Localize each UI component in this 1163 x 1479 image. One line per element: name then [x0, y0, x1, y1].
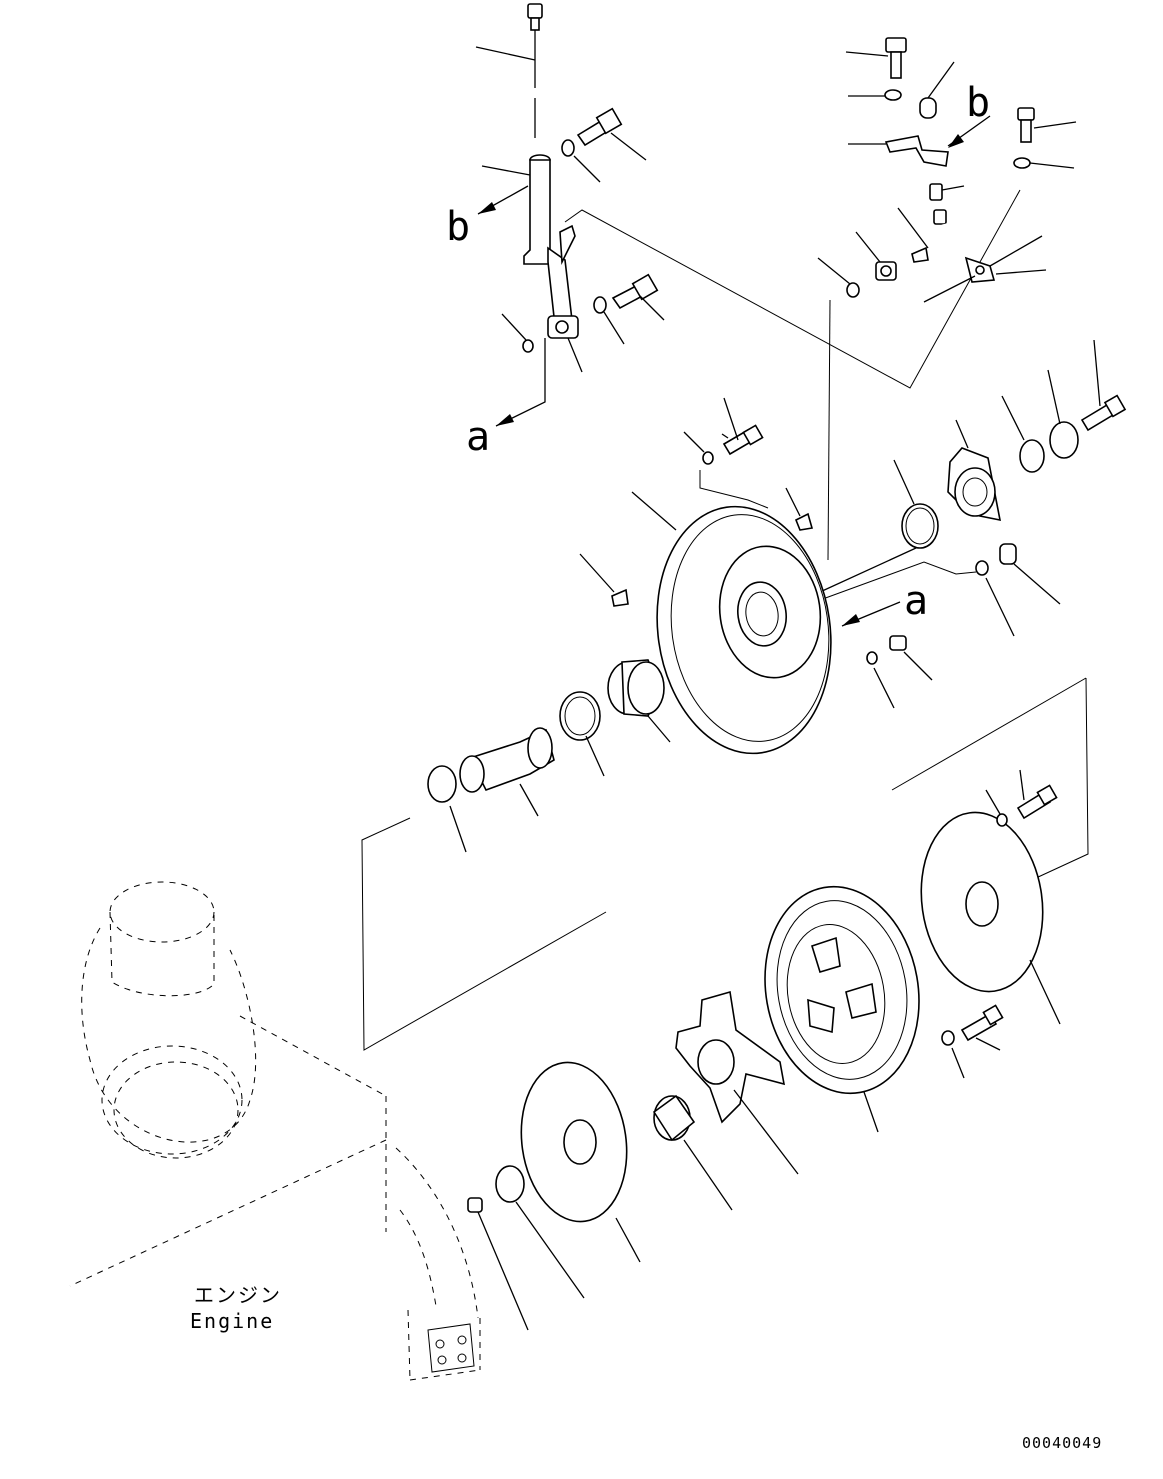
oil-pipe-assembly	[475, 3, 665, 427]
label-engine-jp: エンジン	[194, 1283, 282, 1307]
coupling-plate-right	[920, 769, 1061, 1079]
shaft-bearing	[427, 659, 671, 853]
flywheel-ring	[764, 885, 920, 1133]
cover-small-parts	[819, 339, 1127, 709]
engine-outline	[69, 881, 481, 1381]
label-b-right: b	[966, 80, 990, 126]
label-a-top: a	[466, 414, 490, 460]
pump-housing	[579, 397, 832, 755]
guide-line-left	[827, 299, 831, 561]
guide-line-right-vert	[1035, 677, 1089, 879]
guide-line-bottom-left	[361, 817, 607, 1051]
coupling-plate-left	[467, 1061, 641, 1331]
figure-code: 00040049	[1022, 1434, 1102, 1452]
guide-line-top	[564, 189, 1021, 389]
guide-line-right	[891, 677, 1087, 791]
label-engine-en: Engine	[190, 1309, 274, 1333]
label-a-mid: a	[904, 578, 928, 624]
label-b-left: b	[446, 204, 470, 250]
guide-line-center	[699, 470, 769, 509]
cross-coupling	[652, 990, 799, 1211]
hose-bracket-assembly	[817, 37, 1077, 303]
